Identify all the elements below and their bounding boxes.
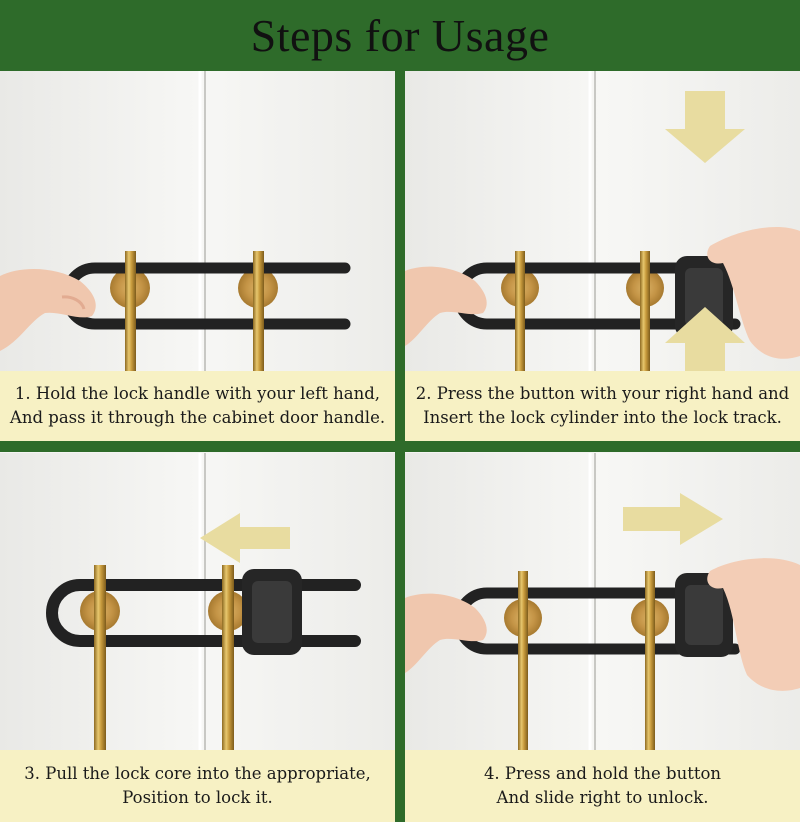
step-1-caption: 1. Hold the lock handle with your left h… — [0, 371, 395, 441]
step-4-line-2: And slide right to unlock. — [496, 788, 709, 807]
step-2-caption: 2. Press the button with your right hand… — [405, 371, 800, 441]
step-3-caption: 3. Pull the lock core into the appropria… — [0, 750, 395, 822]
step-2-photo — [405, 71, 800, 371]
step-3-line-2: Position to lock it. — [122, 788, 273, 807]
step-panel-3: 3. Pull the lock core into the appropria… — [0, 452, 395, 822]
step-1-line-1: 1. Hold the lock handle with your left h… — [14, 384, 381, 403]
step-1-line-2: And pass it through the cabinet door han… — [9, 408, 386, 427]
step-panel-2: 2. Press the button with your right hand… — [405, 71, 800, 441]
step-1-photo — [0, 71, 395, 371]
step-4-line-1: 4. Press and hold the button — [483, 764, 722, 783]
step-4-photo — [405, 453, 800, 751]
step-panel-4: 4. Press and hold the button And slide r… — [405, 452, 800, 822]
arrow-down-icon — [665, 91, 745, 163]
step-2-line-1: 2. Press the button with your right hand… — [415, 384, 790, 403]
step-2-line-2: Insert the lock cylinder into the lock t… — [423, 408, 782, 427]
arrow-right-icon — [623, 493, 723, 545]
step-4-caption: 4. Press and hold the button And slide r… — [405, 750, 800, 822]
step-3-line-1: 3. Pull the lock core into the appropria… — [24, 764, 371, 783]
header: Steps for Usage — [0, 0, 800, 70]
step-3-photo — [0, 453, 395, 751]
step-panel-1: 1. Hold the lock handle with your left h… — [0, 71, 395, 441]
page-title: Steps for Usage — [250, 9, 550, 61]
arrow-left-icon — [200, 513, 290, 563]
arrow-up-icon — [665, 307, 745, 371]
